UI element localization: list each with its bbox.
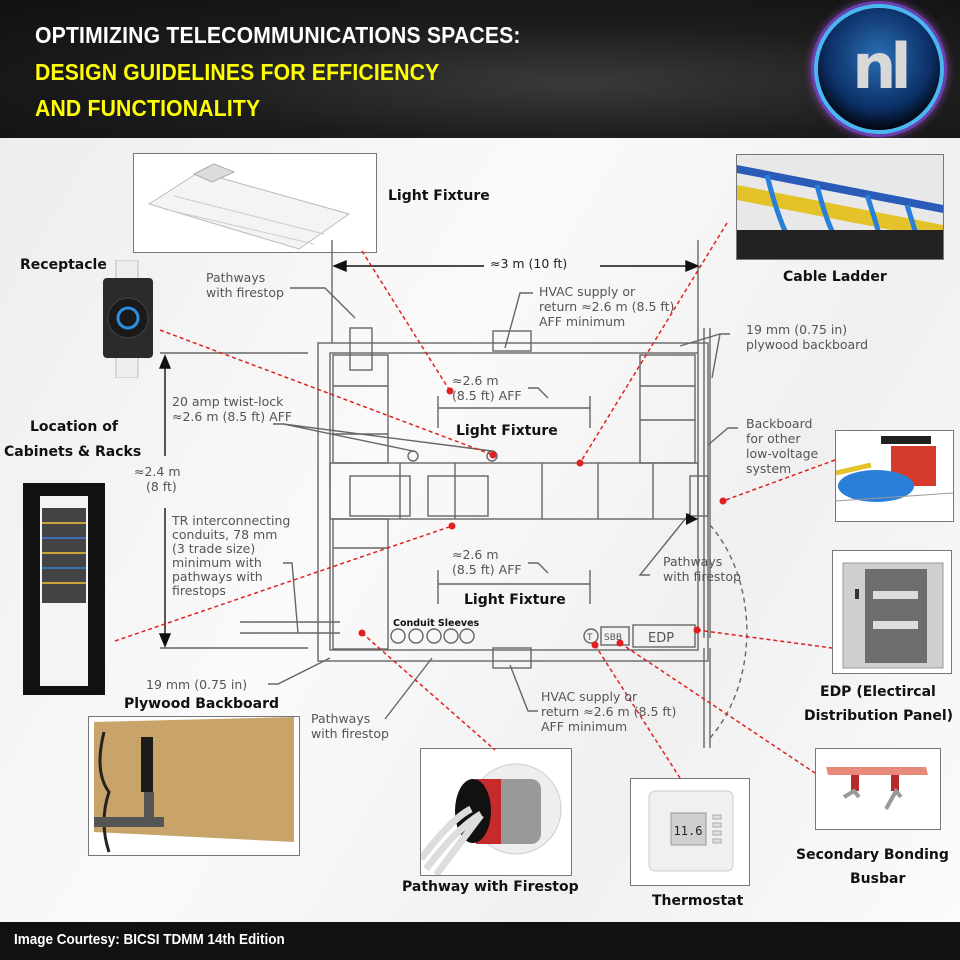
leader-light-fixture <box>361 250 451 392</box>
title-line-3: AND FUNCTIONALITY <box>35 95 261 121</box>
label-busbar-2: Busbar <box>850 871 905 887</box>
label-receptacle: Receptacle <box>20 257 107 273</box>
rack-icon <box>23 483 105 695</box>
aff-lower-2: (8.5 ft) AFF <box>452 562 522 577</box>
leader-cable-ladder <box>579 222 728 464</box>
pathways-right-1: Pathways <box>663 554 722 569</box>
leader-dots <box>358 387 727 649</box>
header-banner: OPTIMIZING TELECOMMUNICATIONS SPACES: DE… <box>0 0 960 138</box>
conduits-6: firestops <box>172 583 226 598</box>
nl-logo: nl <box>818 8 940 130</box>
plywood-left: 19 mm (0.75 in) <box>146 677 247 692</box>
door-swing-marker <box>686 513 698 525</box>
conduits-1: TR interconnecting <box>171 513 290 528</box>
receptacle-photo <box>100 259 155 379</box>
conduits-2: conduits, 78 mm <box>172 527 277 542</box>
hvac-top-2: return ≈2.6 m (8.5 ft) <box>539 299 674 314</box>
label-edp-2: Distribution Panel) <box>804 708 953 724</box>
hvac-top-3: AFF minimum <box>539 314 625 329</box>
logo-text: nl <box>852 30 911 103</box>
plywood-photo <box>88 716 300 856</box>
label-conduit-sleeves: Conduit Sleeves <box>393 618 480 629</box>
plywood-icon <box>94 717 294 853</box>
pathways-bottom-2: with firestop <box>311 726 389 741</box>
pathways-bottom-1: Pathways <box>311 711 370 726</box>
cable-ladder-photo <box>736 154 944 260</box>
leader-rack <box>114 525 453 642</box>
label-light-fixture-photo: Light Fixture <box>388 188 490 204</box>
leader-receptacle <box>159 329 494 456</box>
leader-thermostat <box>594 644 681 779</box>
height-dim-2: (8 ft) <box>146 479 177 494</box>
backboard-lv-4: system <box>746 461 791 476</box>
backboard-lv-2: for other <box>746 431 801 446</box>
height-dim-1: ≈2.4 m <box>134 464 181 479</box>
red-leader-lines <box>114 222 836 779</box>
width-dimension: ≈3 m (10 ft) <box>490 256 567 271</box>
cable-ladder-icon <box>737 155 943 259</box>
busbar-icon <box>826 767 928 810</box>
label-cabinets-1: Location of <box>30 419 119 435</box>
twistlock-1: 20 amp twist-lock <box>172 394 284 409</box>
label-cable-ladder: Cable Ladder <box>783 269 887 285</box>
hvac-top-1: HVAC supply or <box>539 284 636 299</box>
thermostat-photo: 11.6 <box>630 778 750 886</box>
aff-upper-1: ≈2.6 m <box>452 373 499 388</box>
hvac-bottom-3: AFF minimum <box>541 719 627 734</box>
pathways-top-2: with firestop <box>206 285 284 300</box>
title-line-2: DESIGN GUIDELINES FOR EFFICIENCY <box>35 59 440 85</box>
diagram-canvas: 11.6 <box>0 138 960 922</box>
electrical-panel-icon <box>842 562 944 669</box>
thermostat-symbol: T <box>586 633 593 643</box>
floor-plan: Light Fixture Receptacle Cable Ladder Lo… <box>4 188 953 909</box>
hvac-bottom-1: HVAC supply or <box>541 689 638 704</box>
thermostat-icon: 11.6 <box>648 790 734 872</box>
footer-bar: Image Courtesy: BICSI TDMM 14th Edition <box>0 922 960 960</box>
label-plywood-backboard: Plywood Backboard <box>124 696 279 712</box>
leader-edp <box>696 629 833 649</box>
sbb-symbol: SBB <box>604 633 622 643</box>
cable-tray-icon <box>836 436 953 502</box>
leader-firestop <box>361 632 496 751</box>
pathways-right-2: with firestop <box>663 569 741 584</box>
light-fixture-icon <box>147 163 351 250</box>
thermostat-readout: 11.6 <box>674 824 703 838</box>
plywood-right-2: plywood backboard <box>746 337 868 352</box>
aff-lower-1: ≈2.6 m <box>452 547 499 562</box>
busbar-photo <box>815 748 941 830</box>
label-edp-1: EDP (Electircal <box>820 684 936 700</box>
hvac-bottom-2: return ≈2.6 m (8.5 ft) <box>541 704 676 719</box>
conduits-3: (3 trade size) <box>172 541 255 556</box>
aff-upper-2: (8.5 ft) AFF <box>452 388 522 403</box>
room-walls <box>160 240 748 748</box>
label-cabinets-2: Cabinets & Racks <box>4 444 141 460</box>
rack-photo <box>18 478 110 700</box>
plywood-right-1: 19 mm (0.75 in) <box>746 322 847 337</box>
backboard-lv-3: low-voltage <box>746 446 819 461</box>
dimension-arrows <box>158 259 700 648</box>
label-busbar-1: Secondary Bonding <box>796 847 949 863</box>
edp-photo <box>832 550 952 674</box>
conduits-5: pathways with <box>172 569 263 584</box>
label-light-fixture-lower: Light Fixture <box>464 592 566 608</box>
conduits-4: minimum with <box>172 555 262 570</box>
image-credit: Image Courtesy: BICSI TDMM 14th Edition <box>14 931 285 948</box>
label-thermostat: Thermostat <box>652 893 744 909</box>
title-line-1: OPTIMIZING TELECOMMUNICATIONS SPACES: <box>35 22 521 48</box>
pathway-firestop-photo <box>420 748 572 876</box>
backboard-lv-1: Backboard <box>746 416 812 431</box>
label-pathway-firestop: Pathway with Firestop <box>402 879 579 895</box>
twistlock-2: ≈2.6 m (8.5 ft) AFF <box>172 409 292 424</box>
light-fixture-photo <box>133 153 377 253</box>
pathways-top-1: Pathways <box>206 270 265 285</box>
firestop-icon <box>421 763 562 875</box>
edp-symbol: EDP <box>648 631 674 646</box>
label-light-fixture-upper: Light Fixture <box>456 423 558 439</box>
low-voltage-backboard-photo <box>835 430 954 522</box>
receptacle-icon <box>103 259 153 379</box>
leader-backboard <box>722 459 836 502</box>
